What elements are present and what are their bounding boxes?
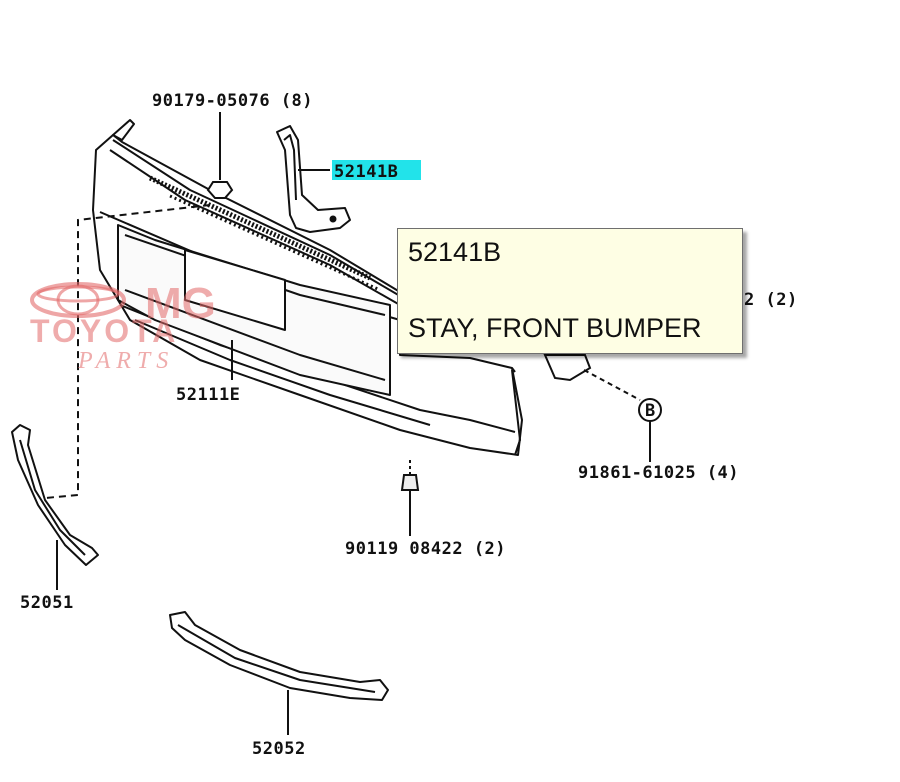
callout-stay[interactable]: 52141B [334, 162, 398, 182]
callout-bottom-bolt[interactable]: 90119 08422 (2) [345, 539, 506, 559]
watermark-parts: PARTS [77, 348, 174, 374]
watermark-mg: MG [145, 279, 216, 328]
watermark-toyota: TOYOTA [30, 313, 178, 349]
left-molding-drawing[interactable] [11, 424, 99, 590]
callout-stay-highlight [332, 160, 421, 180]
part-tooltip: 52141B STAY, FRONT BUMPER [397, 228, 743, 354]
assembly-lines [44, 204, 211, 499]
top-bolt-drawing[interactable] [206, 112, 234, 199]
right-clip-drawing[interactable] [543, 354, 662, 462]
watermark-logo: MG TOYOTA PARTS [30, 279, 216, 374]
callout-left-molding[interactable]: 52051 [20, 593, 74, 613]
lower-molding-drawing[interactable] [169, 611, 389, 735]
leader-lines [231, 169, 516, 380]
callout-right-bolt[interactable]: 91861-61025 (4) [578, 463, 739, 483]
tooltip-description: STAY, FRONT BUMPER [408, 313, 702, 343]
callout-bolt-top[interactable]: 90179-05076 (8) [152, 91, 313, 111]
callout-right-partial[interactable]: 2 (2) [744, 290, 798, 310]
bumper-cover-drawing[interactable] [92, 119, 523, 456]
callout-lower-molding[interactable]: 52052 [252, 739, 306, 759]
callout-bumper-cover[interactable]: 52111E [176, 385, 240, 405]
callout-clip-letter: B [645, 401, 656, 421]
bottom-bolt-drawing[interactable] [400, 460, 420, 536]
tooltip-part-number: 52141B [408, 237, 502, 267]
stay-bracket-drawing[interactable] [276, 125, 351, 233]
